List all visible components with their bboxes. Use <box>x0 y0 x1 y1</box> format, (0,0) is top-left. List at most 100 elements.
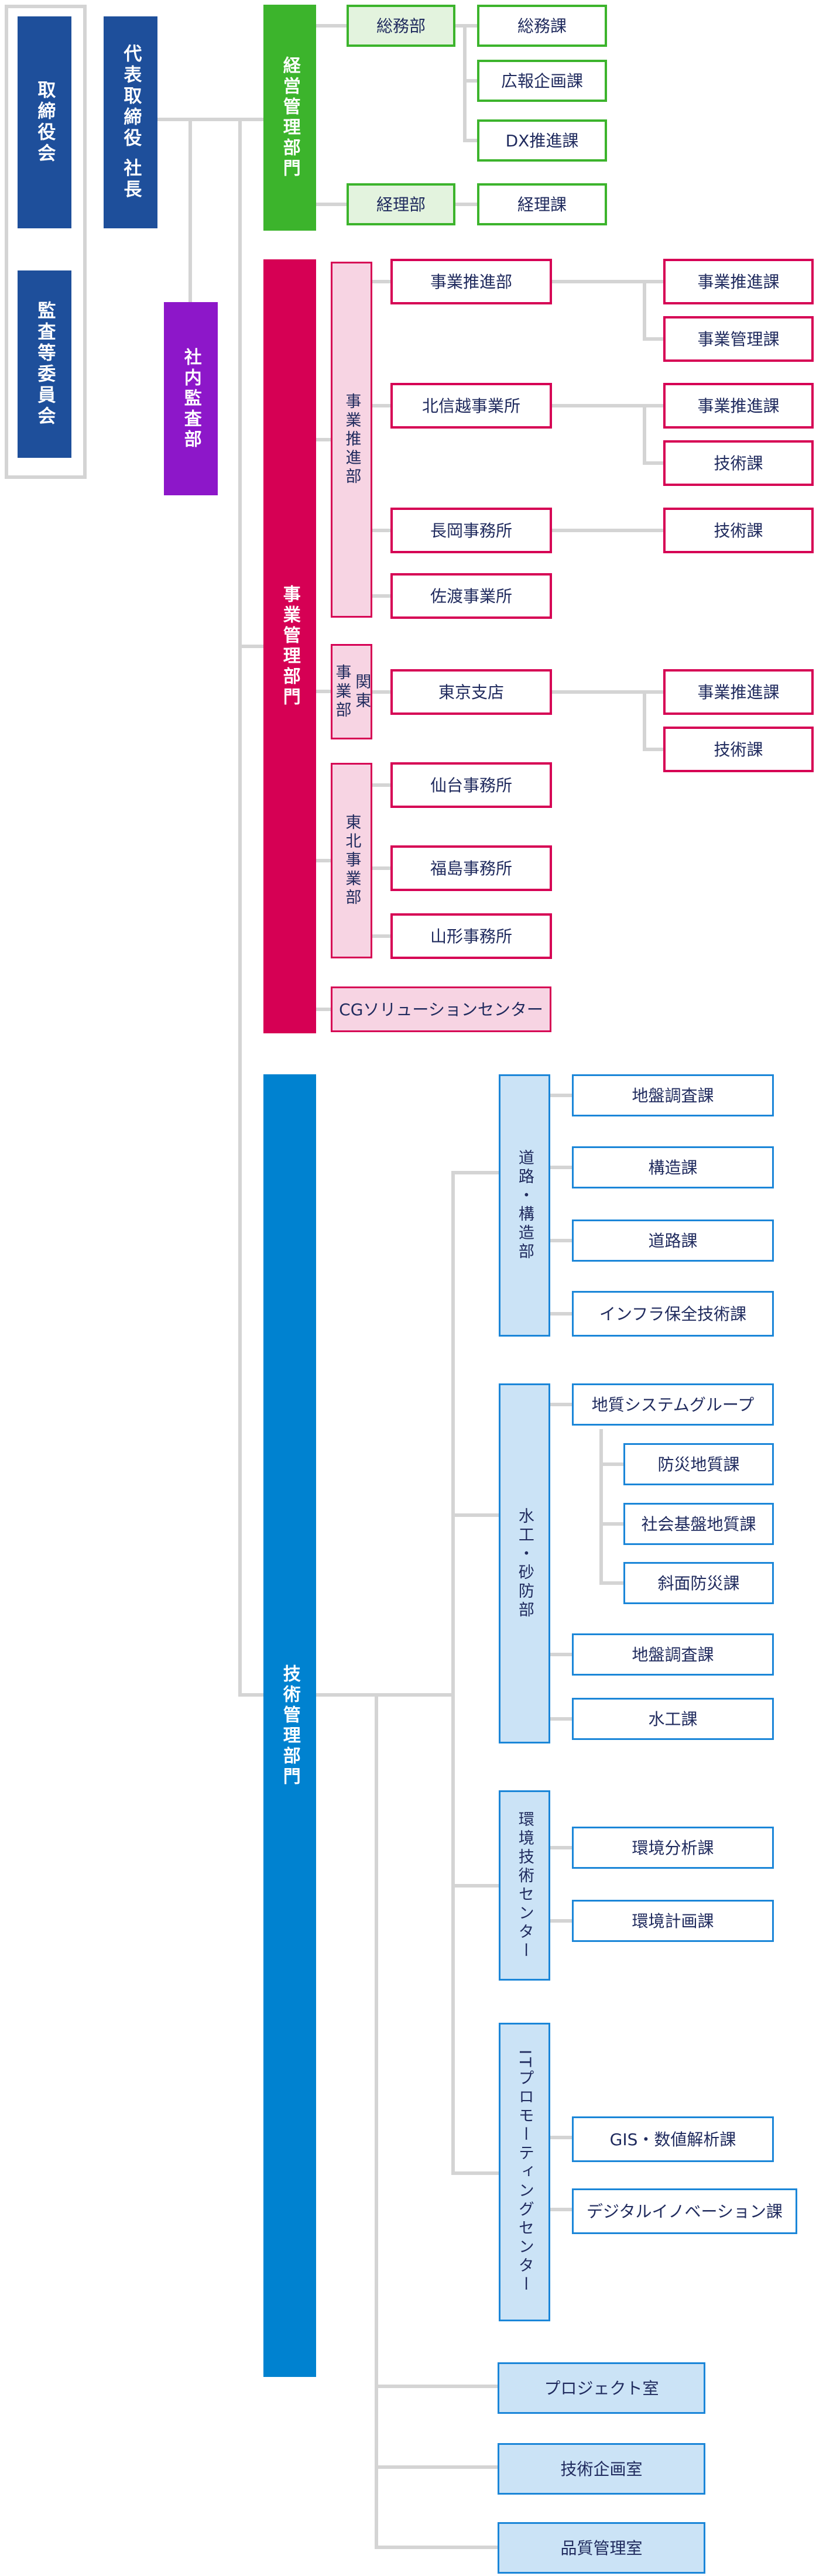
connector-somu-children-v <box>463 24 467 142</box>
digital-innovation-section-box: デジタルイノベーション課 <box>572 2188 797 2234</box>
stub-chishitsu-group <box>550 1403 572 1406</box>
tech-trunk-a-v <box>451 1171 455 2175</box>
connector-jigyo-h <box>238 645 263 648</box>
ground-survey-section-box: 地盤調査課 <box>572 1074 774 1116</box>
stub-doro <box>550 1239 572 1242</box>
stub-jiban1 <box>550 1094 572 1097</box>
audit-committee-box: 監査等委員会 <box>18 270 71 458</box>
disaster-prevention-geology-section-box: 防災地質課 <box>623 1443 774 1485</box>
tech-main-h <box>316 1693 455 1697</box>
tokyo-branch-box: 東京支店 <box>390 669 552 715</box>
elbow-suishinbu-v <box>643 280 646 339</box>
stub-kankyo-keikaku <box>550 1919 572 1923</box>
elbow-nagaoka-h <box>552 529 663 532</box>
connector-president-trunk <box>157 118 264 121</box>
tech-doro-h <box>451 1171 499 1174</box>
elbow-tokyo-v <box>643 690 646 749</box>
general-affairs-section-box: 総務課 <box>477 5 607 47</box>
general-affairs-dept-box: 総務部 <box>347 5 455 47</box>
business-promotion-dept-group-box: 事業推進部 <box>331 262 372 618</box>
hokushinetsu-business-promotion-section-box: 事業推進課 <box>663 383 814 429</box>
connector-l2-yamagata <box>372 934 390 938</box>
connector-l2-tokyo <box>372 690 390 694</box>
ground-survey-section2-box: 地盤調査課 <box>572 1633 774 1676</box>
stub-project <box>375 2385 498 2388</box>
connector-dx-h <box>463 139 477 142</box>
connector-tech-h <box>238 1693 263 1697</box>
connector-keiri-h <box>316 203 347 206</box>
stub-suiko-ka <box>550 1717 572 1721</box>
business-promotion-dept-box: 事業推進部 <box>390 259 552 304</box>
president-box: 代表取締役 社長 <box>104 16 157 228</box>
tech-trunk-b-v <box>375 1693 378 2549</box>
tokyo-business-promotion-section-box: 事業推進課 <box>663 669 814 715</box>
hokushinetsu-engineering-section-box: 技術課 <box>663 440 814 486</box>
kanto-business-dept-box: 関東 事業部 <box>331 644 372 739</box>
fukushima-office-box: 福島事務所 <box>390 845 552 891</box>
stub-kankyo-bunseki <box>550 1846 572 1849</box>
business-promotion-section-box: 事業推進課 <box>663 259 814 304</box>
connector-internal-audit-v <box>188 118 192 302</box>
connector-tohoku-h <box>316 859 331 862</box>
business-management-division-box: 事業管理部門 <box>263 259 316 1033</box>
connector-l2-sado <box>372 594 390 598</box>
nagaoka-engineering-section-box: 技術課 <box>663 508 814 553</box>
stub-gijutsu-kikaku <box>375 2465 498 2469</box>
gis-numerical-analysis-section-box: GIS・数値解析課 <box>572 2116 774 2162</box>
elbow-tokyo-h1 <box>552 690 663 694</box>
business-administration-section-box: 事業管理課 <box>663 316 814 362</box>
management-division-box: 経営管理部門 <box>263 5 316 231</box>
tokyo-engineering-section-box: 技術課 <box>663 727 814 772</box>
stub-jiban2 <box>550 1653 572 1656</box>
it-promoting-center-box: ITプロモーティングセンター <box>499 2023 550 2321</box>
sendai-office-box: 仙台事務所 <box>390 762 552 808</box>
connector-suishinbu-h <box>316 438 331 441</box>
yamagata-office-box: 山形事務所 <box>390 913 552 959</box>
elbow-hokushinetsu-h2 <box>643 461 663 465</box>
environmental-planning-section-box: 環境計画課 <box>572 1900 774 1942</box>
cg-solution-center-box: CGソリューションセンター <box>331 986 551 1032</box>
engineering-management-division-box: 技術管理部門 <box>263 1074 316 2377</box>
tohoku-business-dept-box: 東北事業部 <box>331 763 372 958</box>
elbow-hokushinetsu-h1 <box>552 404 663 407</box>
pr-planning-section-box: 広報企画課 <box>477 60 607 102</box>
environmental-technology-center-box: 環境技術センター <box>499 1790 550 1981</box>
elbow-chishitsu-v <box>599 1429 603 1585</box>
project-office-box: プロジェクト室 <box>498 2362 705 2414</box>
road-section-box: 道路課 <box>572 1220 774 1262</box>
stub-infra <box>550 1312 572 1316</box>
stub-hinshitsu <box>375 2546 498 2549</box>
elbow-suishinbu-h2 <box>643 337 663 341</box>
infra-maintenance-section-box: インフラ保全技術課 <box>572 1291 774 1337</box>
stub-digital <box>550 2208 572 2211</box>
quality-control-office-box: 品質管理室 <box>498 2522 705 2574</box>
tech-suiko-h <box>451 1513 499 1517</box>
structure-section-box: 構造課 <box>572 1146 774 1188</box>
stub-bosai <box>599 1462 623 1466</box>
environmental-analysis-section-box: 環境分析課 <box>572 1827 774 1869</box>
elbow-tokyo-h2 <box>643 748 663 751</box>
connector-keirika-h <box>455 203 477 206</box>
connector-l2-sendai <box>372 783 390 787</box>
nagaoka-office-box: 長岡事務所 <box>390 508 552 553</box>
stub-gis <box>550 2136 572 2139</box>
tech-kankyo-h <box>451 1884 499 1888</box>
road-structure-dept-box: 道路・構造部 <box>499 1074 550 1337</box>
accounting-section-box: 経理課 <box>477 183 607 225</box>
sado-office-box: 佐渡事業所 <box>390 573 552 619</box>
elbow-suishinbu-h1 <box>552 280 663 283</box>
hydraulic-sabo-dept-box: 水工・砂防部 <box>499 1383 550 1743</box>
slope-disaster-prevention-section-box: 斜面防災課 <box>623 1562 774 1604</box>
accounting-dept-box: 経理部 <box>347 183 455 225</box>
stub-kozo <box>550 1166 572 1169</box>
connector-kanto-h <box>316 690 331 693</box>
hydraulic-section-box: 水工課 <box>572 1698 774 1740</box>
internal-audit-box: 社内監査部 <box>164 302 218 495</box>
connector-l2-suishinbu <box>372 280 390 283</box>
stub-shamen <box>599 1581 623 1585</box>
tech-it-h <box>451 2171 499 2175</box>
engineering-planning-office-box: 技術企画室 <box>498 2443 705 2495</box>
connector-l2-nagaoka <box>372 529 390 532</box>
social-infrastructure-geology-section-box: 社会基盤地質課 <box>623 1503 774 1545</box>
